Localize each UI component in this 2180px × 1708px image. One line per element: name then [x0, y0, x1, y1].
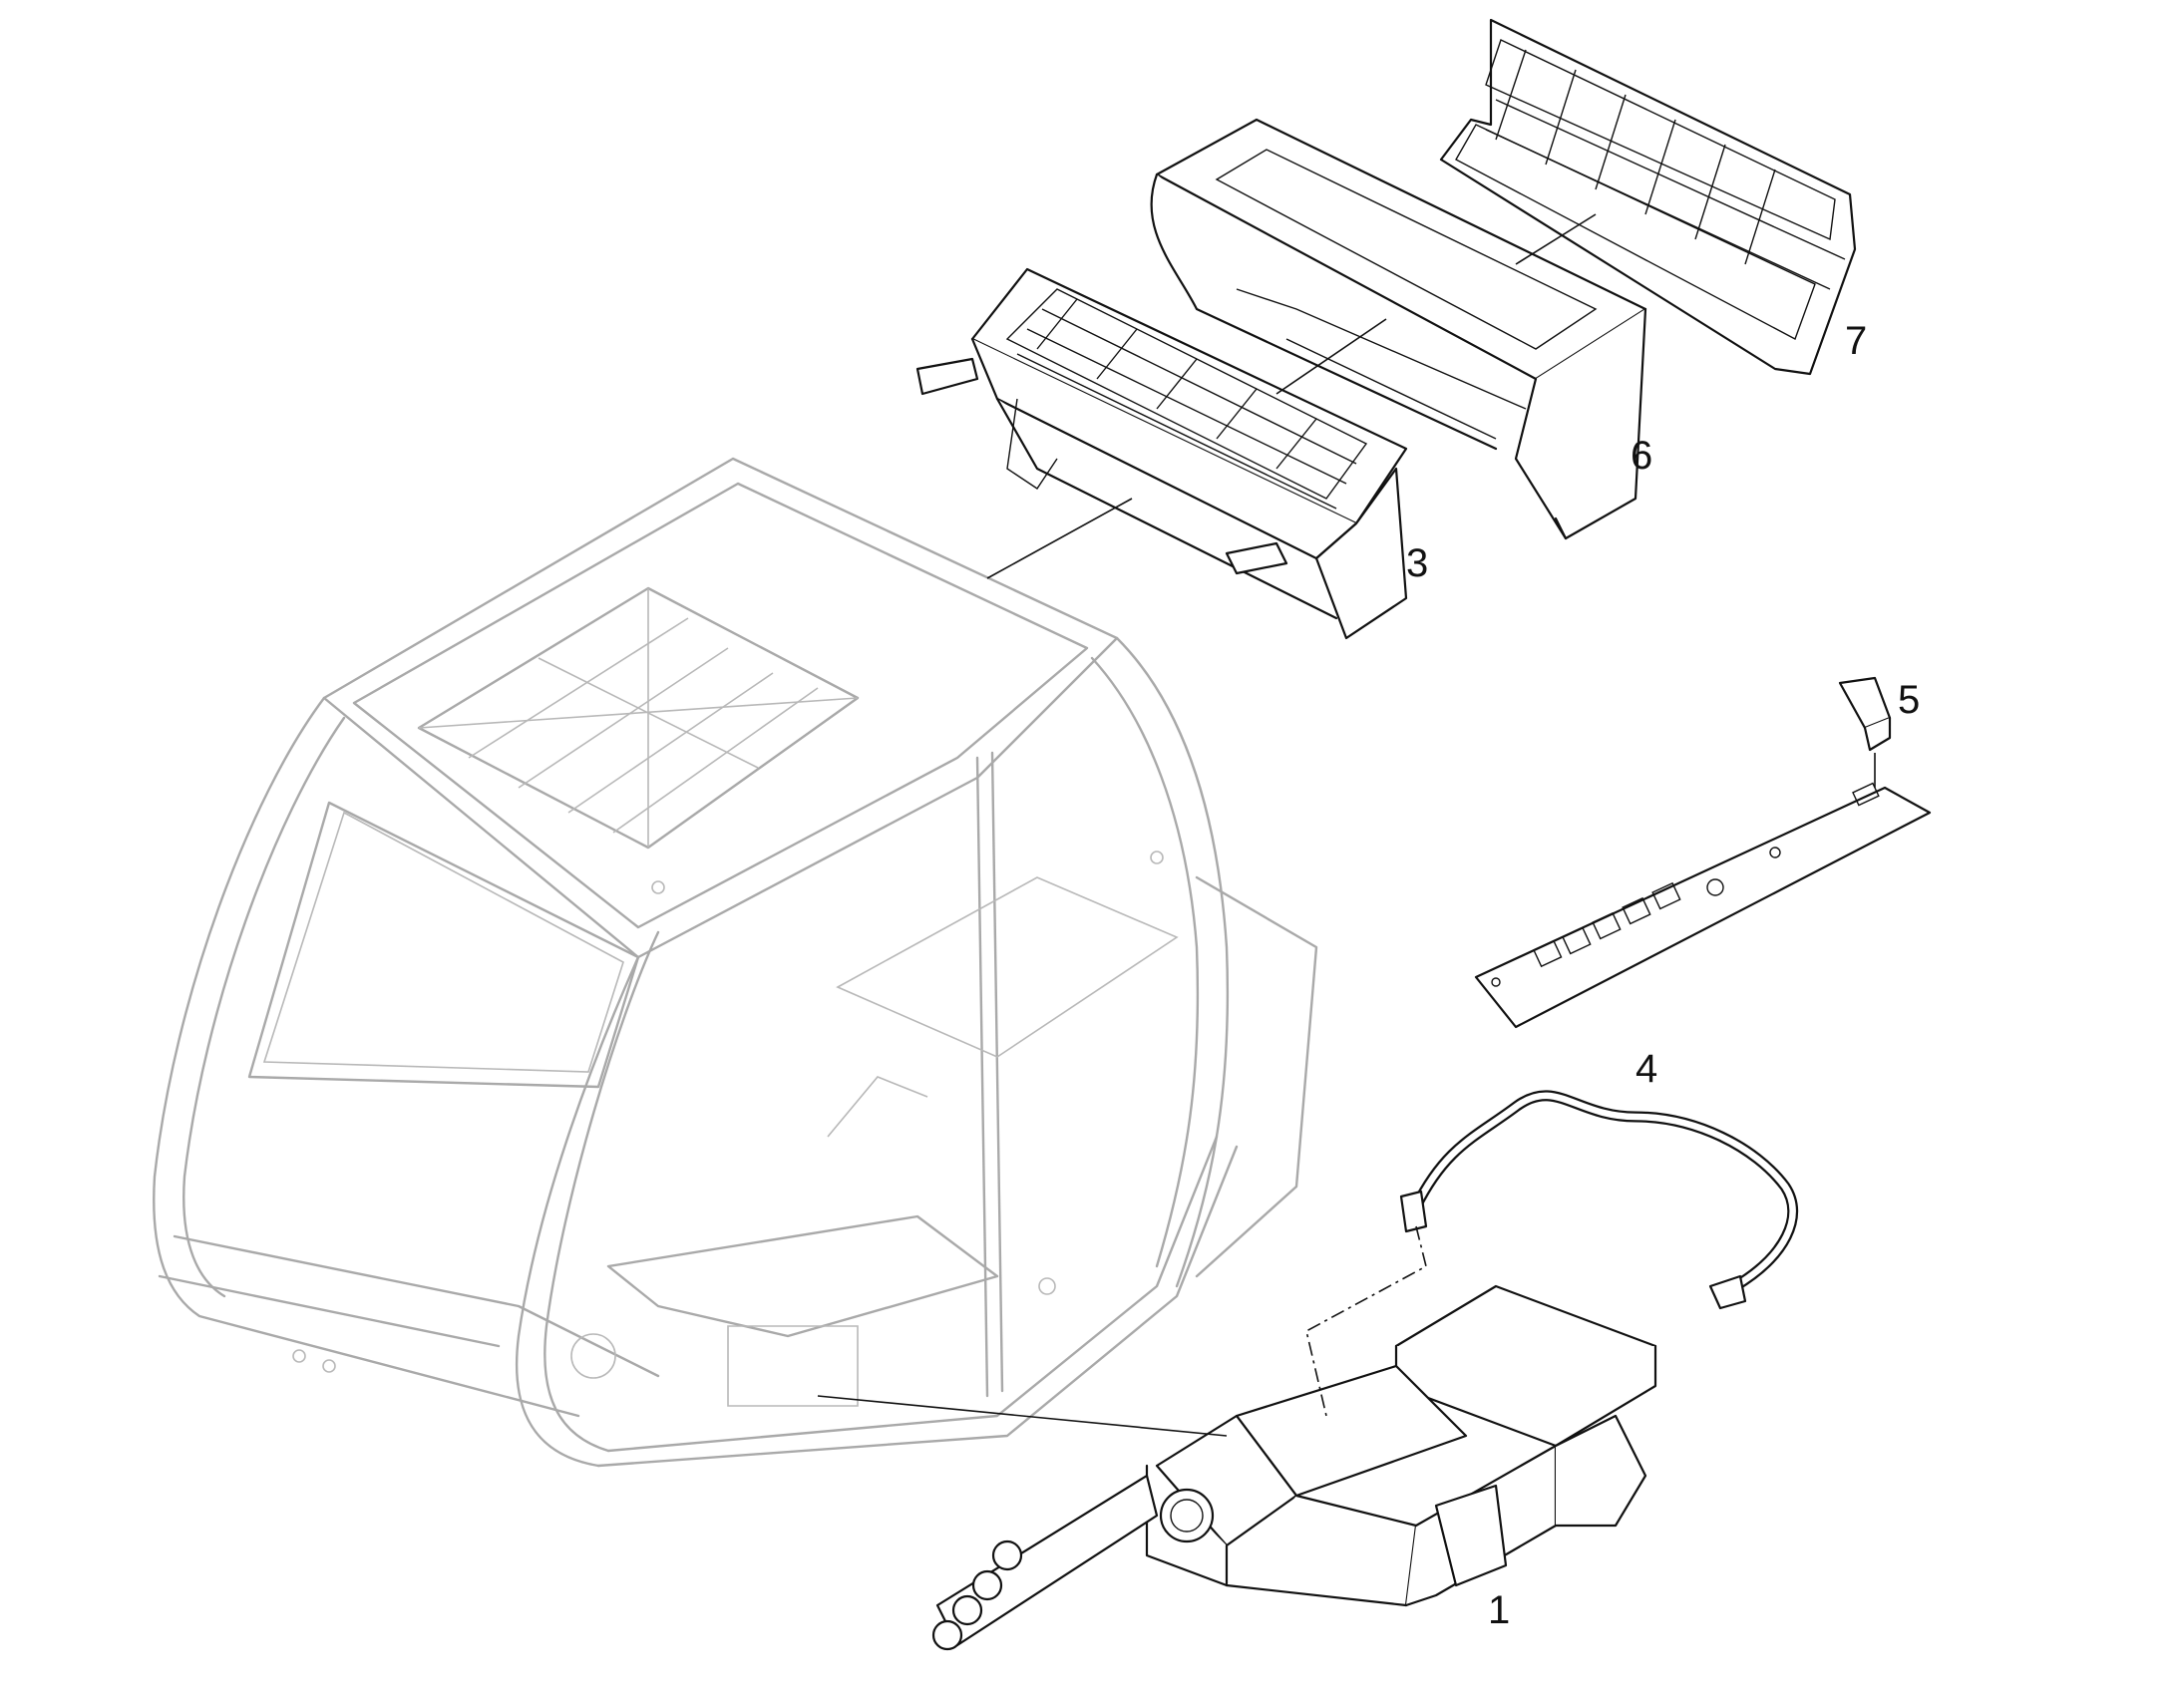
cab-frame — [153, 457, 1318, 1468]
air-duct-shroud — [1150, 118, 1647, 540]
callout-3: 3 — [1406, 541, 1428, 585]
filter-grid-panel — [1439, 18, 1857, 376]
callout-7: 7 — [1845, 319, 1867, 363]
callout-4: 4 — [1635, 1047, 1657, 1091]
switch-panel-plate — [1474, 782, 1932, 1029]
callout-labels: 1 3 4 5 6 7 — [1406, 319, 1920, 1632]
heater-unit — [931, 1284, 1657, 1651]
callout-5: 5 — [1898, 678, 1920, 722]
callout-6: 6 — [1631, 434, 1652, 478]
roof-blower-unit — [915, 267, 1408, 640]
hose-assembly — [1399, 1090, 1799, 1310]
rocker-switch — [1838, 676, 1892, 752]
callout-1: 1 — [1488, 1588, 1510, 1632]
blower-grille — [1005, 288, 1368, 510]
roof-grid — [417, 586, 860, 850]
leader-lines — [817, 213, 1876, 1437]
